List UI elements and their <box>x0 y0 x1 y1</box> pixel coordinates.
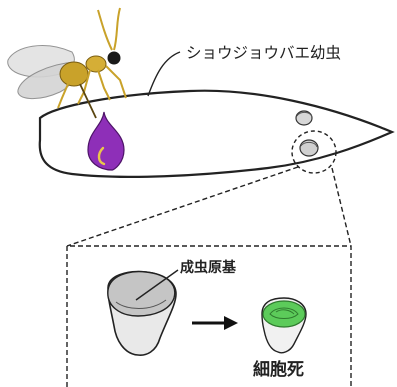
zoom-line-left <box>67 167 298 246</box>
cell-death-label: 細胞死 <box>253 359 304 380</box>
zoom-line-right <box>332 168 351 246</box>
right-arrow-icon <box>192 316 238 330</box>
larva-label: ショウジョウバエ幼虫 <box>186 44 341 62</box>
imaginal-disc-icon <box>108 272 176 356</box>
larva-leader-line <box>148 52 180 96</box>
dying-disc-icon <box>262 298 306 353</box>
imaginal-disc-label: 成虫原基 <box>180 259 237 276</box>
